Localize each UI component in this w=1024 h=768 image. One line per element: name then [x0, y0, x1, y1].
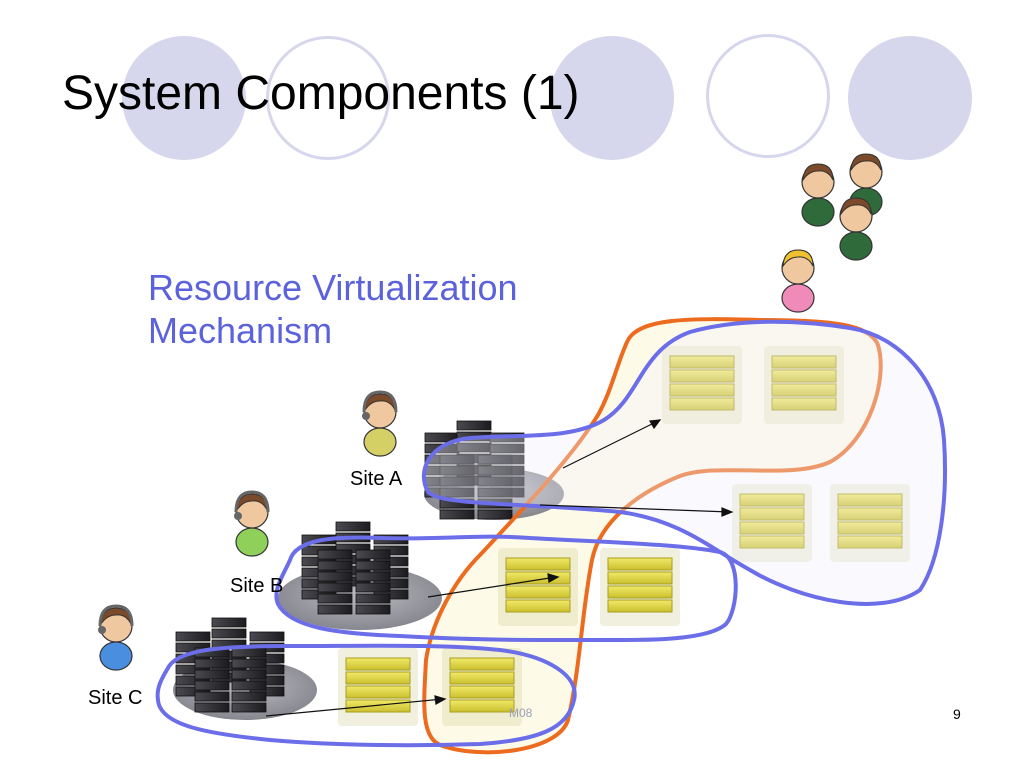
decor-circle-1 [122, 36, 246, 160]
site-c-label: Site C [88, 687, 143, 709]
slide-footer: M08 [509, 706, 533, 720]
slide-title: System Components (1) [62, 67, 580, 120]
virtual-outline-top [421, 319, 947, 606]
site-c-user-headset-icon [98, 604, 134, 671]
site-a-user-headset-icon [362, 390, 398, 457]
site-b-user-headset-icon [234, 490, 270, 557]
decor-circle-5 [848, 36, 972, 160]
subtitle-line-2: Mechanism [148, 310, 333, 351]
virtual-outline-site-b [274, 534, 738, 643]
site-b-label: Site B [230, 575, 284, 597]
virtual-outline-site-c [155, 643, 577, 748]
slide-subtitle: Resource Virtualization Mechanism [148, 266, 518, 352]
customer-user-headset-icon [781, 249, 815, 313]
mapping-arrows [265, 419, 734, 717]
orange-region-fill [424, 319, 881, 753]
user-group-icon [801, 153, 883, 261]
orange-outline [422, 317, 883, 755]
decor-circle-2 [266, 36, 390, 160]
subtitle-line-1: Resource Virtualization [148, 267, 518, 308]
decor-circle-3 [550, 36, 674, 160]
decor-circle-4 [706, 34, 830, 158]
page-number: 9 [953, 706, 961, 722]
site-a-label: Site A [350, 468, 403, 490]
